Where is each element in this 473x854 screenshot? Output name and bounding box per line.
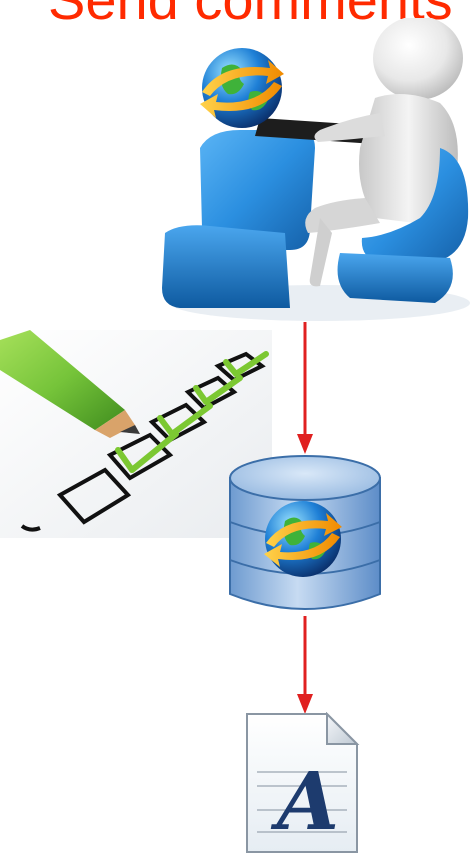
checklist-pencil-icon (0, 330, 272, 538)
globe-sync-icon (192, 38, 292, 138)
flow-arrow-to-font-file (294, 616, 316, 716)
page-title: Send comments (48, 0, 453, 30)
font-file-letter: A (277, 754, 340, 848)
flow-arrow-to-database (294, 322, 316, 456)
person-at-computer-icon (150, 18, 473, 323)
database-globe-icon (226, 452, 384, 622)
font-file-icon: A (243, 712, 361, 854)
